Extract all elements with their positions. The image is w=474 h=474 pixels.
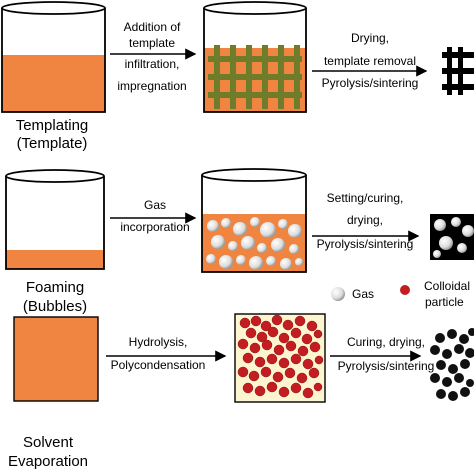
solvent-product (430, 328, 474, 401)
slurry-fill (6, 250, 104, 269)
templating-title: Templating (16, 117, 89, 134)
step-text: Drying, (351, 31, 389, 45)
solvent-step2-label: Curing, drying, Pyrolysis/sintering (338, 335, 435, 373)
step-text: Addition of (124, 20, 181, 34)
beaker-foam (201, 168, 307, 273)
templating-step2-label: Drying, template removal Pyrolysis/sinte… (322, 31, 419, 90)
templating-subtitle: (Template) (17, 135, 88, 152)
row-templating: Templating (Template) Addition of templa… (1, 1, 474, 152)
templating-product (442, 47, 474, 95)
step-text: Setting/curing, (327, 191, 404, 205)
foaming-subtitle: (Bubbles) (23, 298, 87, 315)
step-text: incorporation (120, 220, 189, 234)
step-text: Polycondensation (111, 358, 206, 372)
slurry-fill (2, 55, 105, 112)
foaming-step1-label: Gas incorporation (120, 198, 189, 234)
colloid-legend-icon (400, 285, 410, 295)
step-text: Hydrolysis, (129, 335, 188, 349)
templating-step1-label: Addition of template infiltration, impre… (117, 20, 186, 93)
row-solvent: Solvent Evaporation Hydrolysis, Polycond… (8, 279, 474, 470)
foaming-title: Foaming (26, 279, 84, 296)
step-text: template (129, 36, 175, 50)
step-text: Pyrolysis/sintering (322, 76, 419, 90)
solvent-title: Solvent (23, 434, 74, 451)
solvent-gel-square (234, 313, 326, 403)
step-text: impregnation (117, 79, 186, 93)
beaker-foaming-slurry (5, 169, 105, 270)
solvent-sol-square (13, 316, 99, 402)
template-grid (208, 45, 302, 109)
step-text: drying, (347, 213, 383, 227)
solvent-step1-label: Hydrolysis, Polycondensation (111, 335, 206, 372)
foaming-step2-label: Setting/curing, drying, Pyrolysis/sinter… (317, 191, 414, 251)
gas-legend-icon (331, 287, 345, 301)
legend-colloid-label: particle (425, 295, 464, 309)
step-text: infiltration, (125, 57, 180, 71)
row-foaming: Foaming (Bubbles) Gas incorporation (5, 168, 474, 315)
beaker-slurry (1, 1, 106, 113)
step-text: Gas (144, 198, 166, 212)
foaming-product (430, 214, 474, 260)
beaker-template (203, 1, 307, 113)
step-text: Pyrolysis/sintering (338, 359, 435, 373)
solvent-subtitle: Evaporation (8, 453, 88, 470)
legend-colloid-label: Colloidal (424, 279, 470, 293)
legend: Gas Colloidal particle (331, 279, 470, 309)
step-text: template removal (324, 54, 416, 68)
step-text: Pyrolysis/sintering (317, 237, 414, 251)
step-text: Curing, drying, (347, 335, 425, 349)
foam-bubbles (206, 217, 303, 270)
legend-gas-label: Gas (352, 287, 374, 301)
